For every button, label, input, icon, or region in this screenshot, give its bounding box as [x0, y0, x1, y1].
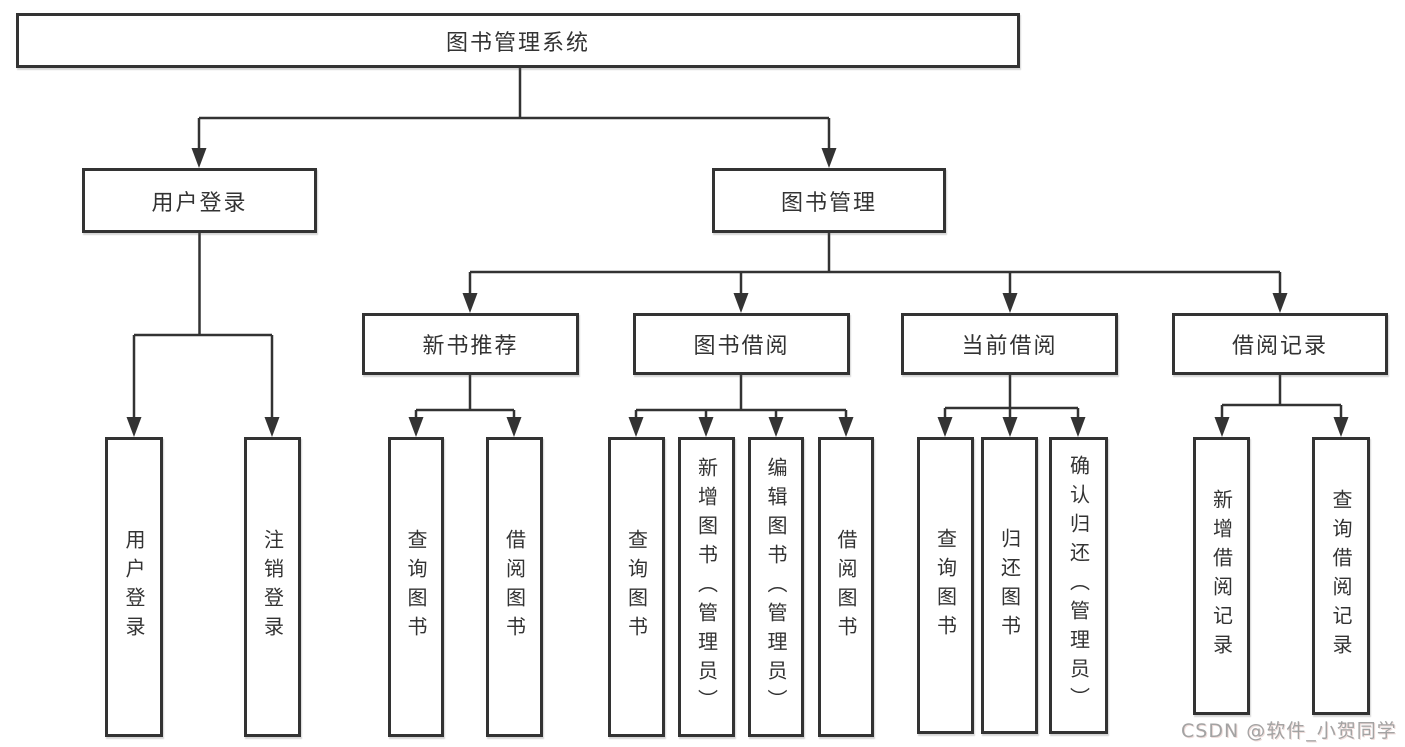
- node-new-book-recommend: 新书推荐: [362, 313, 579, 375]
- connector-current-borrow-children: [937, 375, 1086, 437]
- node-current-borrow: 当前借阅: [901, 313, 1118, 375]
- leaf-query-books-current: 查询图书: [917, 437, 974, 734]
- leaf-borrow-books-recommend: 借阅图书: [486, 437, 543, 737]
- leaf-add-books-admin: 新增图书（管理员）: [678, 437, 735, 737]
- connector-borrow-records-children: [1214, 375, 1349, 437]
- leaf-borrow-books-borrow: 借阅图书: [818, 437, 874, 737]
- leaf-user-login: 用户登录: [105, 437, 163, 737]
- node-book-borrow: 图书借阅: [633, 313, 850, 375]
- leaf-return-books: 归还图书: [981, 437, 1038, 734]
- node-book-management: 图书管理: [712, 168, 946, 233]
- leaf-logout: 注销登录: [244, 437, 301, 737]
- connector-new-book-children: [408, 375, 522, 437]
- connector-user-login-children: [126, 233, 280, 437]
- leaf-edit-books-admin: 编辑图书（管理员）: [748, 437, 804, 737]
- node-borrow-records: 借阅记录: [1172, 313, 1388, 375]
- watermark: CSDN @软件_小贺同学: [1181, 720, 1397, 742]
- node-user-login: 用户登录: [82, 168, 317, 233]
- leaf-confirm-return-admin: 确认归还（管理员）: [1049, 437, 1108, 734]
- leaf-query-books-borrow: 查询图书: [608, 437, 665, 737]
- connector-book-mgmt-to-level3: [462, 233, 1288, 313]
- node-root-library-system: 图书管理系统: [16, 13, 1020, 68]
- connector-root-to-level2: [191, 68, 837, 168]
- leaf-query-books-recommend: 查询图书: [388, 437, 444, 737]
- leaf-query-borrow-record: 查询借阅记录: [1312, 437, 1370, 715]
- connector-book-borrow-children: [628, 375, 854, 437]
- leaf-add-borrow-record: 新增借阅记录: [1193, 437, 1250, 715]
